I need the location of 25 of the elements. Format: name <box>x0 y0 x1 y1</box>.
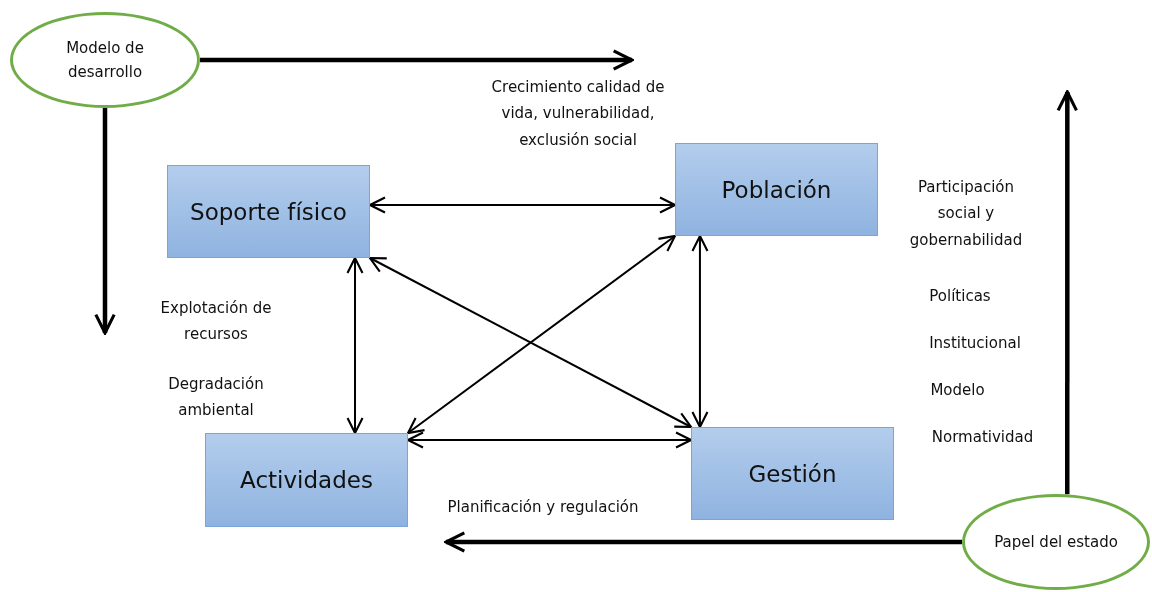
annotation-text: Participación social y gobernabilidad <box>908 177 1024 251</box>
ellipse-node: Modelo de desarrollo <box>10 12 200 108</box>
arrow <box>406 431 693 449</box>
edge-label: Crecimiento calidad de vida, vulnerabilidad, exclusión social <box>490 77 666 151</box>
annotation-text: Explotación de recursos <box>159 298 273 346</box>
process-box: Actividades <box>205 433 408 527</box>
arrow <box>406 234 677 435</box>
arrow <box>1056 90 1078 495</box>
annotation-text: Institucional <box>928 333 1022 354</box>
annotation-text: Modelo <box>929 380 986 401</box>
edge-label: Planificación y regulación <box>446 497 640 518</box>
arrow <box>94 108 116 335</box>
arrow <box>368 196 677 214</box>
arrow <box>444 531 962 553</box>
process-box: Soporte físico <box>167 165 370 258</box>
arrow <box>691 234 709 429</box>
arrow <box>346 256 364 435</box>
annotation-text: Normatividad <box>930 427 1035 448</box>
annotation-text: Políticas <box>928 286 992 307</box>
ellipse-node: Papel del estado <box>962 494 1150 590</box>
process-box: Gestión <box>691 427 894 520</box>
arrow <box>200 49 634 71</box>
arrow <box>368 256 693 429</box>
process-box: Población <box>675 143 878 236</box>
annotation-text: Degradación ambiental <box>167 374 265 422</box>
